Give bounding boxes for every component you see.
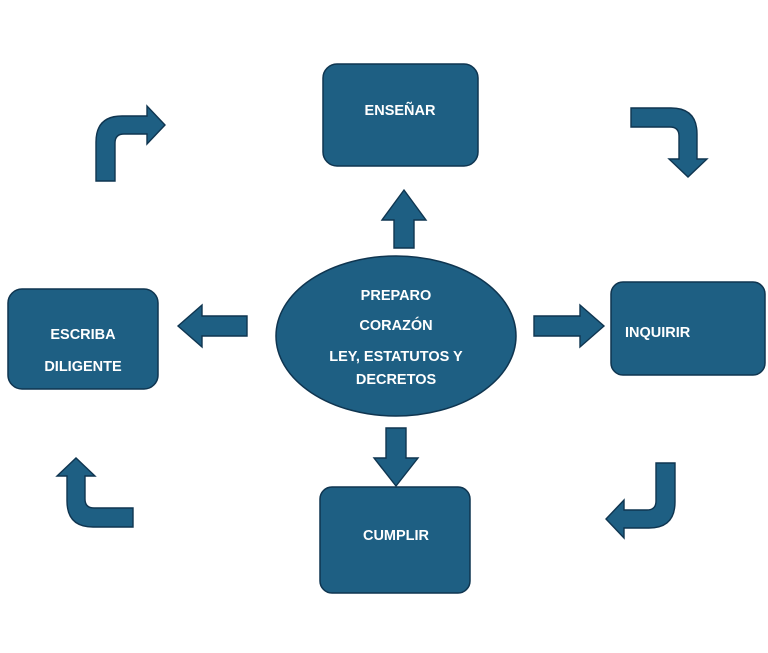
arrow-left-icon xyxy=(176,303,248,349)
arrow-right-icon xyxy=(533,303,606,349)
node-escriba-diligente: ESCRIBA DILIGENTE xyxy=(7,288,159,390)
node-cumplir: CUMPLIR xyxy=(319,486,471,594)
node-escriba-label-line-2: DILIGENTE xyxy=(44,359,122,375)
curved-arrow-top-right-icon xyxy=(630,107,709,178)
node-ensenar: ENSEÑAR xyxy=(322,63,479,167)
node-inquirir: INQUIRIR xyxy=(610,281,766,376)
node-inquirir-label: INQUIRIR xyxy=(625,325,691,341)
node-ensenar-label: ENSEÑAR xyxy=(365,101,436,119)
node-escriba-label-line-1: ESCRIBA xyxy=(50,327,116,343)
center-label-line-3: LEY, ESTATUTOS Y xyxy=(329,349,463,365)
center-label-line-4: DECRETOS xyxy=(356,372,437,388)
center-label-line-2: CORAZÓN xyxy=(359,316,432,334)
arrow-down-icon xyxy=(372,427,420,488)
node-ensenar-box xyxy=(322,63,479,167)
curved-arrow-top-left-icon xyxy=(95,104,166,182)
node-cumplir-label: CUMPLIR xyxy=(363,528,430,544)
node-cumplir-box xyxy=(319,486,471,594)
node-inquirir-box xyxy=(610,281,766,376)
center-label-line-1: PREPARO xyxy=(361,288,432,304)
center-ellipse xyxy=(275,255,517,417)
curved-arrow-bottom-right-icon xyxy=(605,462,676,540)
arrow-up-icon xyxy=(380,188,428,249)
curved-arrow-bottom-left-icon xyxy=(55,457,134,528)
center-node: PREPARO CORAZÓN LEY, ESTATUTOS Y DECRETO… xyxy=(275,255,517,417)
node-escriba-box xyxy=(7,288,159,390)
